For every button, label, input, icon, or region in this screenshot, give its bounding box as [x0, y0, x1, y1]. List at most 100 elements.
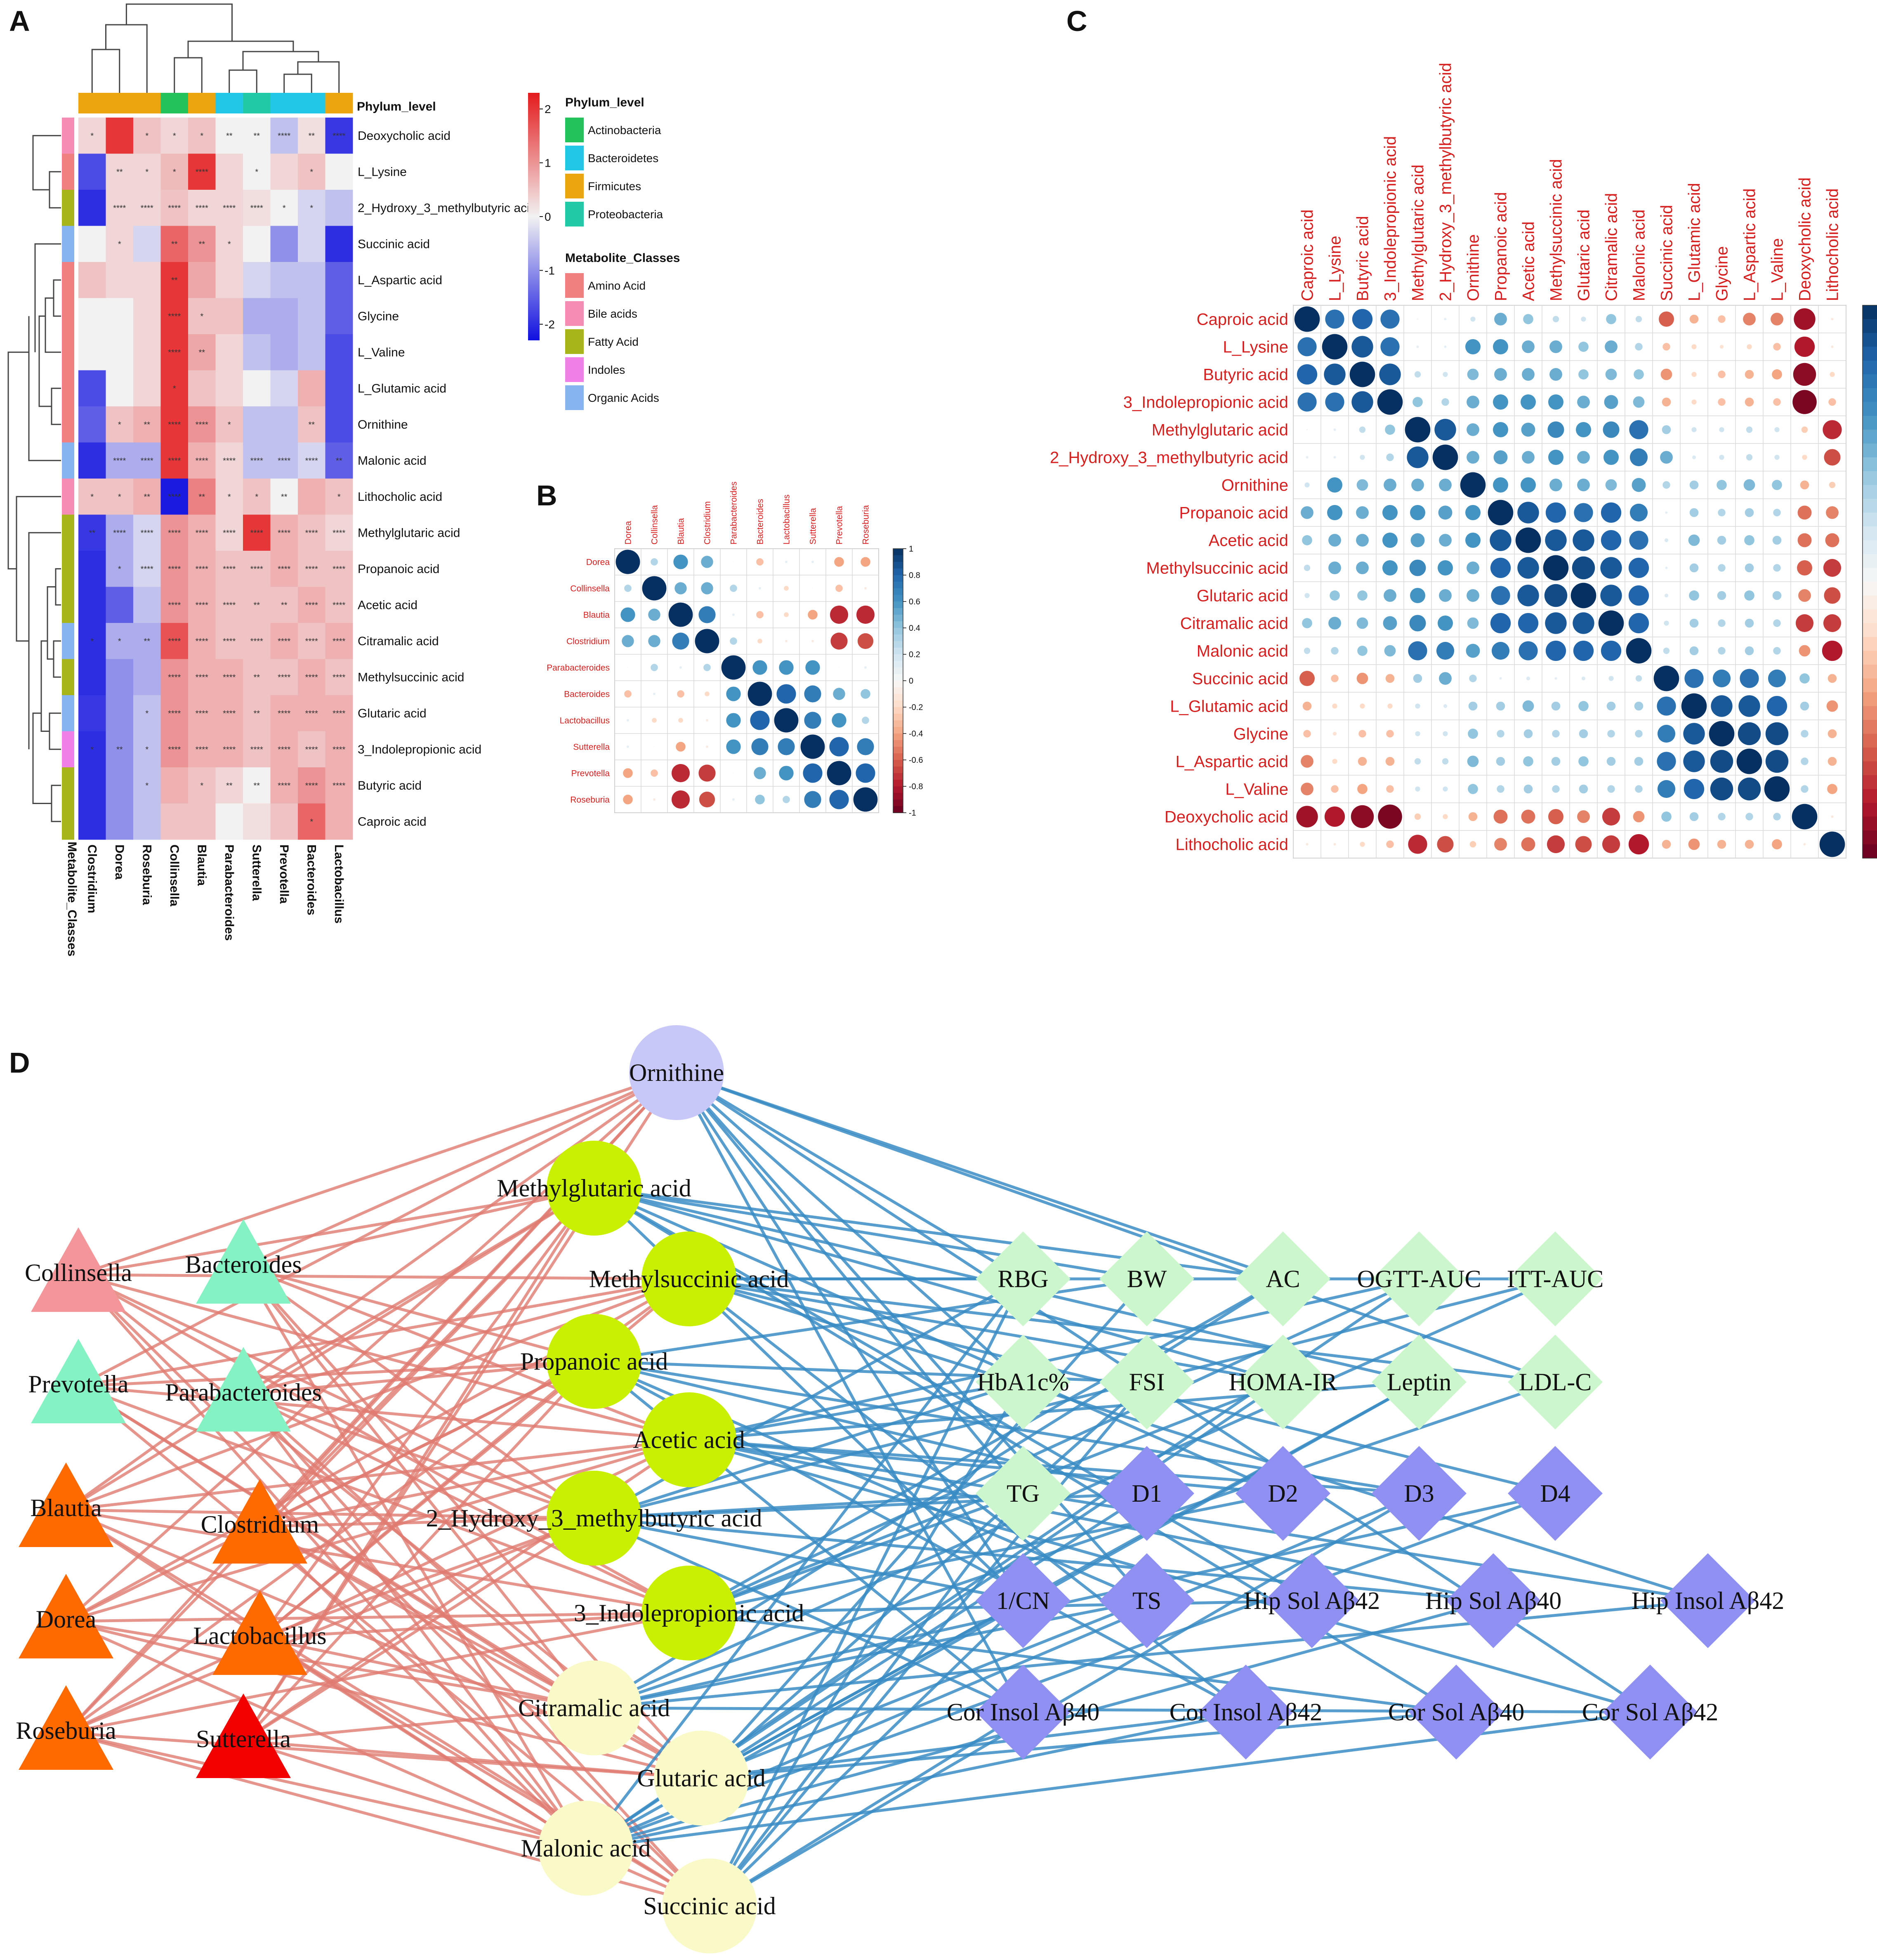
network-node-label: HbA1c% — [977, 1368, 1069, 1396]
heatmap-a-significance: **** — [305, 781, 318, 790]
network-node-phenotype — [1508, 1446, 1603, 1541]
correlogram-c-cell — [1664, 538, 1669, 542]
correlogram-b-cell — [651, 558, 658, 566]
correlogram-c-cell — [1662, 397, 1671, 407]
correlogram-c-cell — [1357, 646, 1368, 656]
correlogram-c-column-label: Malonic acid — [1630, 210, 1648, 301]
correlogram-c-cell — [1718, 564, 1726, 572]
legend-phylum-swatch — [565, 174, 584, 198]
correlogram-c-cell — [1607, 730, 1615, 738]
heatmap-a-significance: * — [118, 240, 121, 249]
correlogram-b-cell — [747, 682, 772, 706]
heatmap-a-cell — [325, 442, 353, 479]
heatmap-a-cell — [270, 226, 298, 262]
network-node-phenotype — [1236, 1335, 1330, 1429]
network-edge-negative — [708, 1278, 1025, 1907]
heatmap-a-significance: * — [310, 204, 313, 213]
heatmap-a-cell — [160, 731, 189, 768]
dendrogram-branch — [125, 3, 233, 41]
correlogram-c-cell — [1660, 368, 1672, 380]
heatmap-a-significance: **** — [278, 745, 290, 754]
correlogram-c-cell — [1409, 559, 1426, 576]
correlogram-c-cell — [1328, 534, 1341, 547]
correlogram-c-cell — [1497, 785, 1504, 793]
heatmap-a-cell — [298, 118, 325, 154]
correlogram-c-cell — [1718, 315, 1726, 323]
correlogram-c-cell — [1332, 759, 1337, 764]
metabolite-class-annotation-cell — [62, 695, 74, 731]
correlogram-b-cell — [674, 582, 687, 594]
correlogram-c-cell — [1467, 561, 1479, 574]
correlogram-c-cell — [1578, 369, 1589, 380]
heatmap-a-cell — [215, 334, 243, 370]
heatmap-a-row-label: Succinic acid — [358, 237, 430, 251]
network-node-metabolite — [547, 1471, 641, 1566]
correlogram-c-cell — [1657, 724, 1676, 743]
correlogram-b-cell — [698, 764, 716, 782]
heatmap-a-cell — [160, 153, 189, 190]
phylum-annotation-cell — [78, 93, 106, 113]
correlogram-c-colorbar-segment — [1863, 748, 1877, 762]
heatmap-a-cell — [325, 370, 353, 407]
network-node-label: Cor Insol Aβ42 — [1170, 1698, 1323, 1726]
heatmap-a-cell — [106, 298, 134, 335]
correlogram-b-colorbar-segment — [893, 641, 903, 648]
correlogram-b-cell — [642, 576, 667, 601]
heatmap-a-significance: **** — [168, 348, 181, 357]
heatmap-a-cell — [106, 551, 134, 587]
correlogram-c-cell — [1634, 757, 1644, 766]
correlogram-c-cell — [1745, 563, 1754, 573]
correlogram-c-colorbar-segment — [1863, 416, 1877, 430]
heatmap-a-cell — [106, 695, 134, 731]
network-node-phenotype — [976, 1553, 1071, 1648]
correlogram-b-cell — [671, 790, 690, 809]
correlogram-b-cell — [853, 787, 878, 812]
network-node-phenotype — [1372, 1335, 1467, 1429]
heatmap-a-cell — [325, 118, 353, 154]
heatmap-a-cell — [106, 803, 134, 840]
correlogram-b-colorbar-segment — [893, 549, 903, 556]
network-node-phenotype — [1508, 1231, 1603, 1326]
dendrogram-branch — [34, 243, 61, 352]
correlogram-c-cell — [1551, 701, 1561, 711]
correlogram-c-cell — [1467, 396, 1479, 408]
network-node-metabolite — [538, 1801, 633, 1896]
correlogram-b-cell — [785, 561, 788, 563]
network-node-phenotype — [1603, 1665, 1698, 1760]
dendrogram-branch — [16, 496, 61, 642]
heatmap-a-column-label: Sutterella — [250, 844, 263, 901]
correlogram-c-cell — [1572, 556, 1595, 580]
heatmap-a-cell — [215, 298, 243, 335]
correlogram-b-cell — [651, 664, 658, 671]
heatmap-a-cell — [133, 190, 161, 226]
correlogram-c-cell — [1717, 480, 1727, 490]
correlogram-c-cell — [1718, 647, 1726, 655]
correlogram-c-cell — [1794, 336, 1815, 357]
correlogram-c-cell — [1360, 703, 1365, 709]
correlogram-c-cell — [1386, 453, 1394, 461]
correlogram-b-colorbar-segment — [893, 595, 903, 602]
network-edge-positive — [66, 1731, 586, 1850]
heatmap-a-cell — [78, 298, 106, 335]
network-edge-negative — [593, 1380, 1024, 1520]
heatmap-a-cell — [133, 767, 161, 804]
heatmap-a-significance: ** — [171, 276, 178, 285]
network-edge-positive — [259, 1525, 587, 1849]
heatmap-a-significance: ** — [308, 420, 315, 429]
heatmap-a-cell — [215, 551, 243, 587]
correlogram-c-cell — [1414, 371, 1421, 378]
correlogram-c-cell — [1521, 837, 1535, 851]
correlogram-b-row-label: Collinsella — [570, 584, 610, 593]
correlogram-c-cell — [1717, 840, 1726, 849]
network-edge-negative — [689, 1438, 1708, 1602]
correlogram-c-row-label: Succinic acid — [1192, 670, 1288, 688]
heatmap-a-significance: ** — [198, 493, 205, 502]
heatmap-a-cell — [243, 479, 271, 515]
correlogram-c-cell — [1573, 640, 1594, 661]
correlogram-b-cell — [668, 602, 693, 627]
correlogram-b-colorbar-segment — [893, 667, 903, 675]
correlogram-c-cell — [1681, 693, 1707, 719]
heatmap-a-cell — [160, 190, 189, 226]
correlogram-c-cell — [1635, 675, 1642, 682]
heatmap-a-cell — [270, 153, 298, 190]
